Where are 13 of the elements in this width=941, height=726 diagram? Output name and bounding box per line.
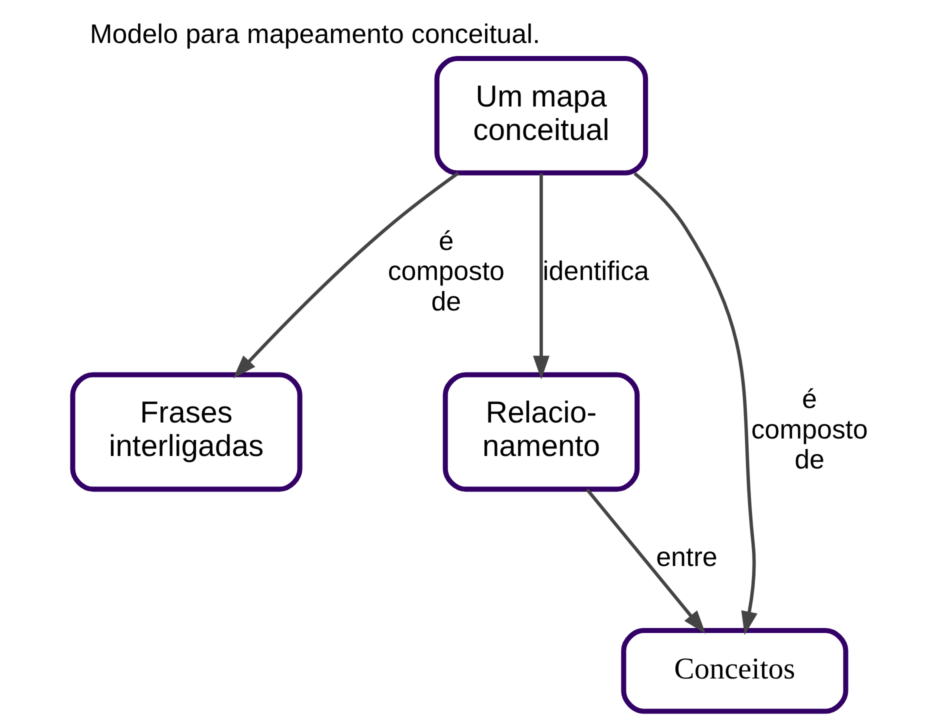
node-box: Frases interligadas (70, 372, 302, 492)
arrow (585, 488, 706, 634)
edge-label: é composto de (750, 384, 868, 475)
diagram-title: Modelo para mapeamento conceitual. (89, 19, 540, 50)
edge-label: entre (656, 542, 717, 572)
arrow (633, 172, 757, 635)
edge-label: é composto de (387, 226, 504, 317)
arrow (232, 172, 459, 378)
node-box: Relacio- namento (442, 372, 640, 492)
edge-label: identifica (542, 256, 649, 286)
arrow (532, 173, 549, 380)
node-box: Um mapa conceitual (434, 56, 648, 176)
node-box: Conceitos (620, 628, 848, 714)
